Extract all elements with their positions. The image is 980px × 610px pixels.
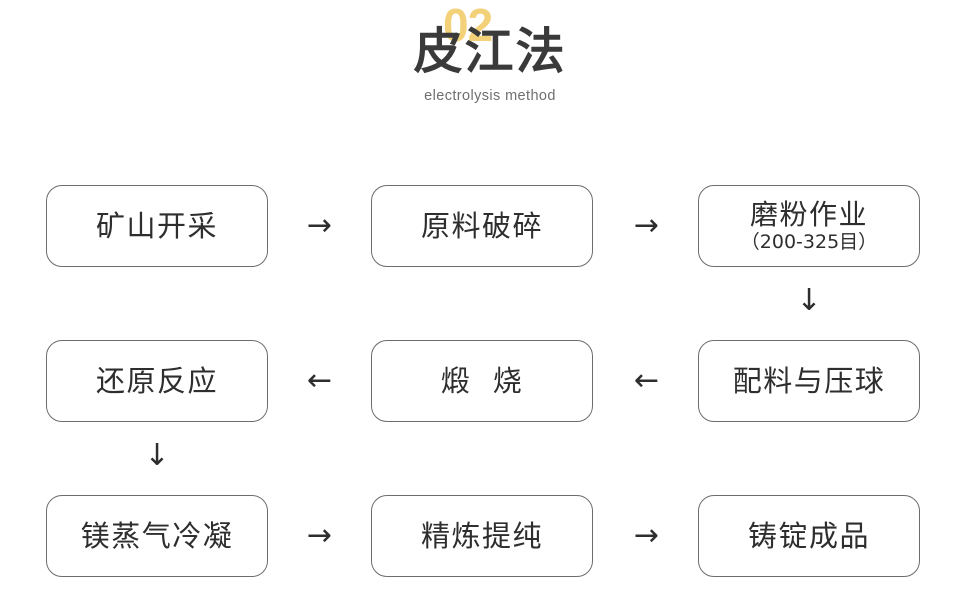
arrow-left-icon: ←	[306, 363, 333, 398]
arrow-right-icon: →	[306, 518, 333, 553]
arrow-right-icon: →	[306, 208, 333, 243]
flow-node-batching-briquetting[interactable]: 配料与压球	[698, 340, 920, 422]
flow-node-ingot-casting[interactable]: 铸锭成品	[698, 495, 920, 577]
flow-node-sublabel: （200-325目）	[740, 231, 878, 254]
flow-node-label: 矿山开采	[95, 208, 218, 243]
arrow-down-icon: ↓	[144, 438, 170, 473]
arrow-down-icon: ↓	[796, 283, 822, 318]
arrow-right-icon: →	[633, 518, 660, 553]
flow-row-2: 还原反应 ← 煅 烧 ← 配料与压球 ↓	[46, 340, 920, 471]
step-number-badge: 02	[443, 0, 493, 51]
flow-node-label: 煅 烧	[440, 363, 524, 398]
flow-node-grinding[interactable]: 磨粉作业 （200-325目）	[698, 185, 920, 267]
page-header: 02 皮江法 electrolysis method	[0, 0, 980, 130]
flow-node-label: 精炼提纯	[420, 518, 543, 553]
arrow-right-icon: →	[633, 208, 660, 243]
flow-node-reduction-reaction[interactable]: 还原反应	[46, 340, 268, 422]
flow-node-label: 铸锭成品	[747, 518, 870, 553]
flow-node-label: 还原反应	[95, 363, 218, 398]
flow-row-1: 矿山开采 → 原料破碎 → 磨粉作业 （200-325目） ↓	[46, 185, 920, 316]
flow-node-magnesium-vapor-condensation[interactable]: 镁蒸气冷凝	[46, 495, 268, 577]
flow-node-label: 原料破碎	[420, 208, 543, 243]
process-flow-diagram: 矿山开采 → 原料破碎 → 磨粉作业 （200-325目） ↓ 还原反应 ← 煅…	[46, 185, 920, 577]
flow-node-refining-purification[interactable]: 精炼提纯	[371, 495, 593, 577]
page-title: 皮江法	[413, 23, 567, 80]
flow-node-raw-material-crushing[interactable]: 原料破碎	[371, 185, 593, 267]
flow-row-3: 镁蒸气冷凝 → 精炼提纯 → 铸锭成品	[46, 495, 920, 577]
flow-node-label: 配料与压球	[732, 363, 886, 398]
flow-node-label: 镁蒸气冷凝	[80, 518, 234, 553]
page-subtitle: electrolysis method	[424, 88, 556, 104]
arrow-left-icon: ←	[633, 363, 660, 398]
header-inner: 02 皮江法 electrolysis method	[360, 0, 620, 130]
flow-node-mining[interactable]: 矿山开采	[46, 185, 268, 267]
flow-node-label: 磨粉作业	[749, 197, 868, 231]
flow-node-calcination[interactable]: 煅 烧	[371, 340, 593, 422]
